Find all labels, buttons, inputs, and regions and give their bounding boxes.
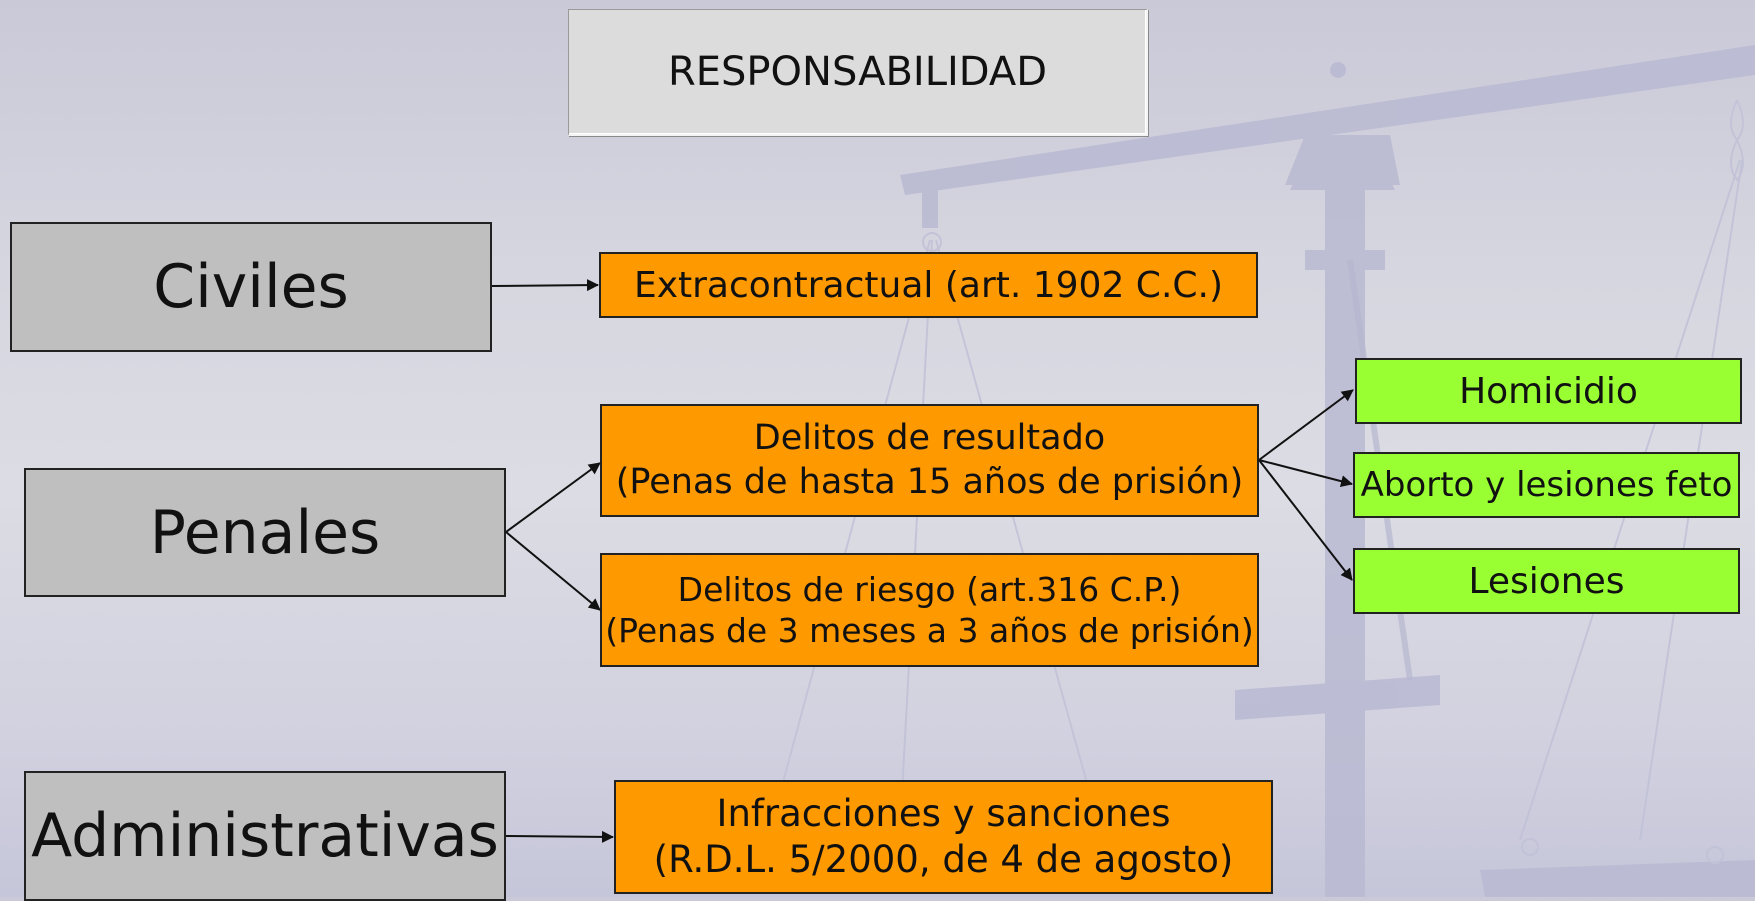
civiles-extracontractual-box: Extracontractual (art. 1902 C.C.) — [599, 252, 1258, 318]
category-civiles-label: Civiles — [153, 252, 349, 322]
civiles-extracontractual-text: Extracontractual (art. 1902 C.C.) — [633, 264, 1224, 306]
delitos-riesgo-line1: Delitos de riesgo (art.316 C.P.) — [677, 569, 1182, 609]
aborto-lesiones-feto-box: Aborto y lesiones feto — [1353, 452, 1740, 518]
lesiones-box: Lesiones — [1353, 548, 1740, 614]
infracciones-box: Infracciones y sanciones (R.D.L. 5/2000,… — [614, 780, 1273, 894]
lesiones-text: Lesiones — [1468, 560, 1625, 602]
delitos-riesgo-line2: (Penas de 3 meses a 3 años de prisión) — [605, 611, 1254, 650]
delitos-resultado-line2: (Penas de hasta 15 años de prisión) — [615, 461, 1244, 502]
category-penales-label: Penales — [149, 497, 381, 568]
category-penales: Penales — [24, 468, 506, 597]
aborto-lesiones-feto-text: Aborto y lesiones feto — [1360, 465, 1733, 505]
delitos-resultado-box: Delitos de resultado (Penas de hasta 15 … — [600, 404, 1259, 517]
homicidio-text: Homicidio — [1459, 370, 1638, 412]
homicidio-box: Homicidio — [1355, 358, 1742, 424]
delitos-riesgo-box: Delitos de riesgo (art.316 C.P.) (Penas … — [600, 553, 1259, 667]
infracciones-line1: Infracciones y sanciones — [716, 791, 1171, 835]
title-box: RESPONSABILIDAD — [568, 9, 1148, 136]
category-administrativas: Administrativas — [24, 771, 506, 901]
delitos-resultado-line1: Delitos de resultado — [753, 417, 1106, 458]
page-title: RESPONSABILIDAD — [667, 49, 1048, 95]
category-civiles: Civiles — [10, 222, 492, 352]
infracciones-line2: (R.D.L. 5/2000, de 4 de agosto) — [653, 838, 1234, 881]
category-administrativas-label: Administrativas — [31, 801, 499, 871]
